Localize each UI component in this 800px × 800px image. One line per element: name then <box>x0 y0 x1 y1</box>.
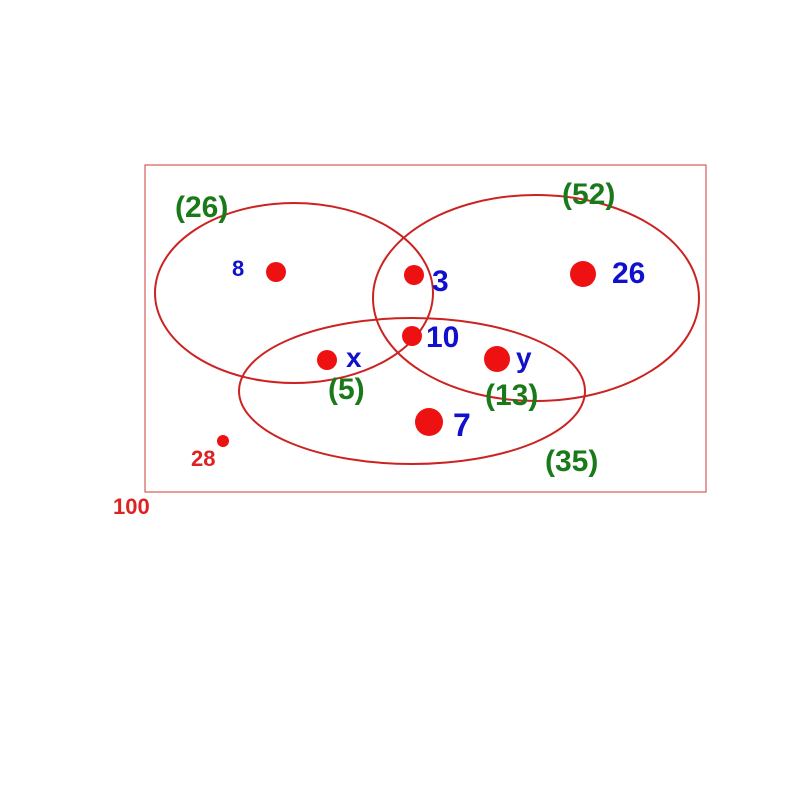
universe-box <box>144 164 707 493</box>
dot-outside <box>217 435 229 447</box>
set-a-total: (26) <box>175 191 228 224</box>
set-b-total: (52) <box>562 178 615 211</box>
region-outside: 28 <box>191 446 215 471</box>
region-all-three: 10 <box>426 321 459 354</box>
universe-total: 100 <box>113 494 150 519</box>
dot-b-and-c <box>484 346 510 372</box>
set-c-ellipse <box>238 317 586 465</box>
dot-a-and-c <box>317 350 337 370</box>
region-only-b: 26 <box>612 257 645 290</box>
region-only-c: 7 <box>453 407 471 443</box>
region-a-and-b: 3 <box>432 265 449 298</box>
dot-only-c <box>415 408 443 436</box>
set-c-total: (35) <box>545 445 598 478</box>
pair-b-c-total: (13) <box>485 379 538 412</box>
set-a-ellipse <box>154 202 434 384</box>
dot-all-three <box>402 326 422 346</box>
dot-a-and-b <box>404 265 424 285</box>
region-only-a: 8 <box>232 256 244 281</box>
dot-only-a <box>266 262 286 282</box>
set-b-ellipse <box>372 194 700 402</box>
dot-only-b <box>570 261 596 287</box>
region-b-and-c: y <box>516 342 532 373</box>
region-a-and-c: x <box>346 342 362 373</box>
pair-a-c-total: (5) <box>328 373 365 406</box>
